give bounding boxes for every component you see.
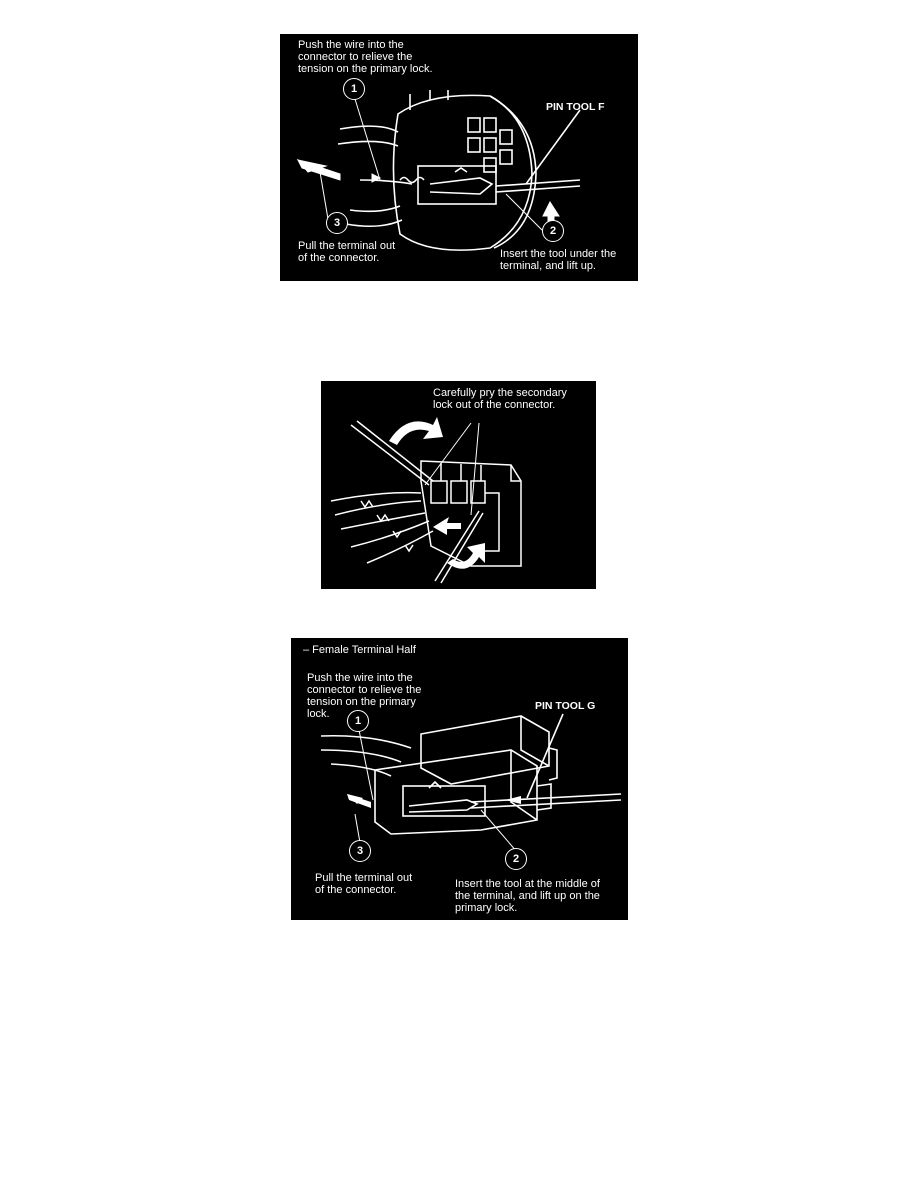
callout-3: 3 bbox=[326, 212, 348, 234]
female-terminal-illustration bbox=[320, 713, 622, 861]
figure-pin-tool-f: Push the wire into the connector to reli… bbox=[280, 34, 638, 281]
caption-push-wire: Push the wire into the connector to reli… bbox=[298, 39, 433, 75]
figure-pin-tool-g: – Female Terminal Half Push the wire int… bbox=[291, 638, 628, 920]
callout-3: 3 bbox=[349, 840, 371, 862]
callout-2: 2 bbox=[542, 220, 564, 242]
connector-illustration bbox=[296, 90, 581, 251]
pin-tool-g-label: PIN TOOL G bbox=[535, 700, 596, 712]
caption-insert-tool: Insert the tool under the terminal, and … bbox=[500, 248, 617, 272]
figure-secondary-lock: Carefully pry the secondary lock out of … bbox=[321, 381, 596, 589]
callout-1: 1 bbox=[343, 78, 365, 100]
callout-2: 2 bbox=[505, 848, 527, 870]
caption-pull-terminal: Pull the terminal out of the connector. bbox=[298, 240, 396, 264]
caption-pry-secondary-lock: Carefully pry the secondary lock out of … bbox=[433, 387, 567, 411]
caption-push-wire: Push the wire into the connector to reli… bbox=[307, 672, 422, 720]
caption-insert-tool: Insert the tool at the middle of the ter… bbox=[455, 878, 600, 914]
caption-pull-terminal: Pull the terminal out of the connector. bbox=[315, 872, 413, 896]
secondary-lock-illustration bbox=[330, 417, 522, 584]
pin-tool-f-label: PIN TOOL F bbox=[546, 101, 605, 113]
callout-1: 1 bbox=[347, 710, 369, 732]
section-heading-female-terminal-half: – Female Terminal Half bbox=[303, 644, 416, 656]
